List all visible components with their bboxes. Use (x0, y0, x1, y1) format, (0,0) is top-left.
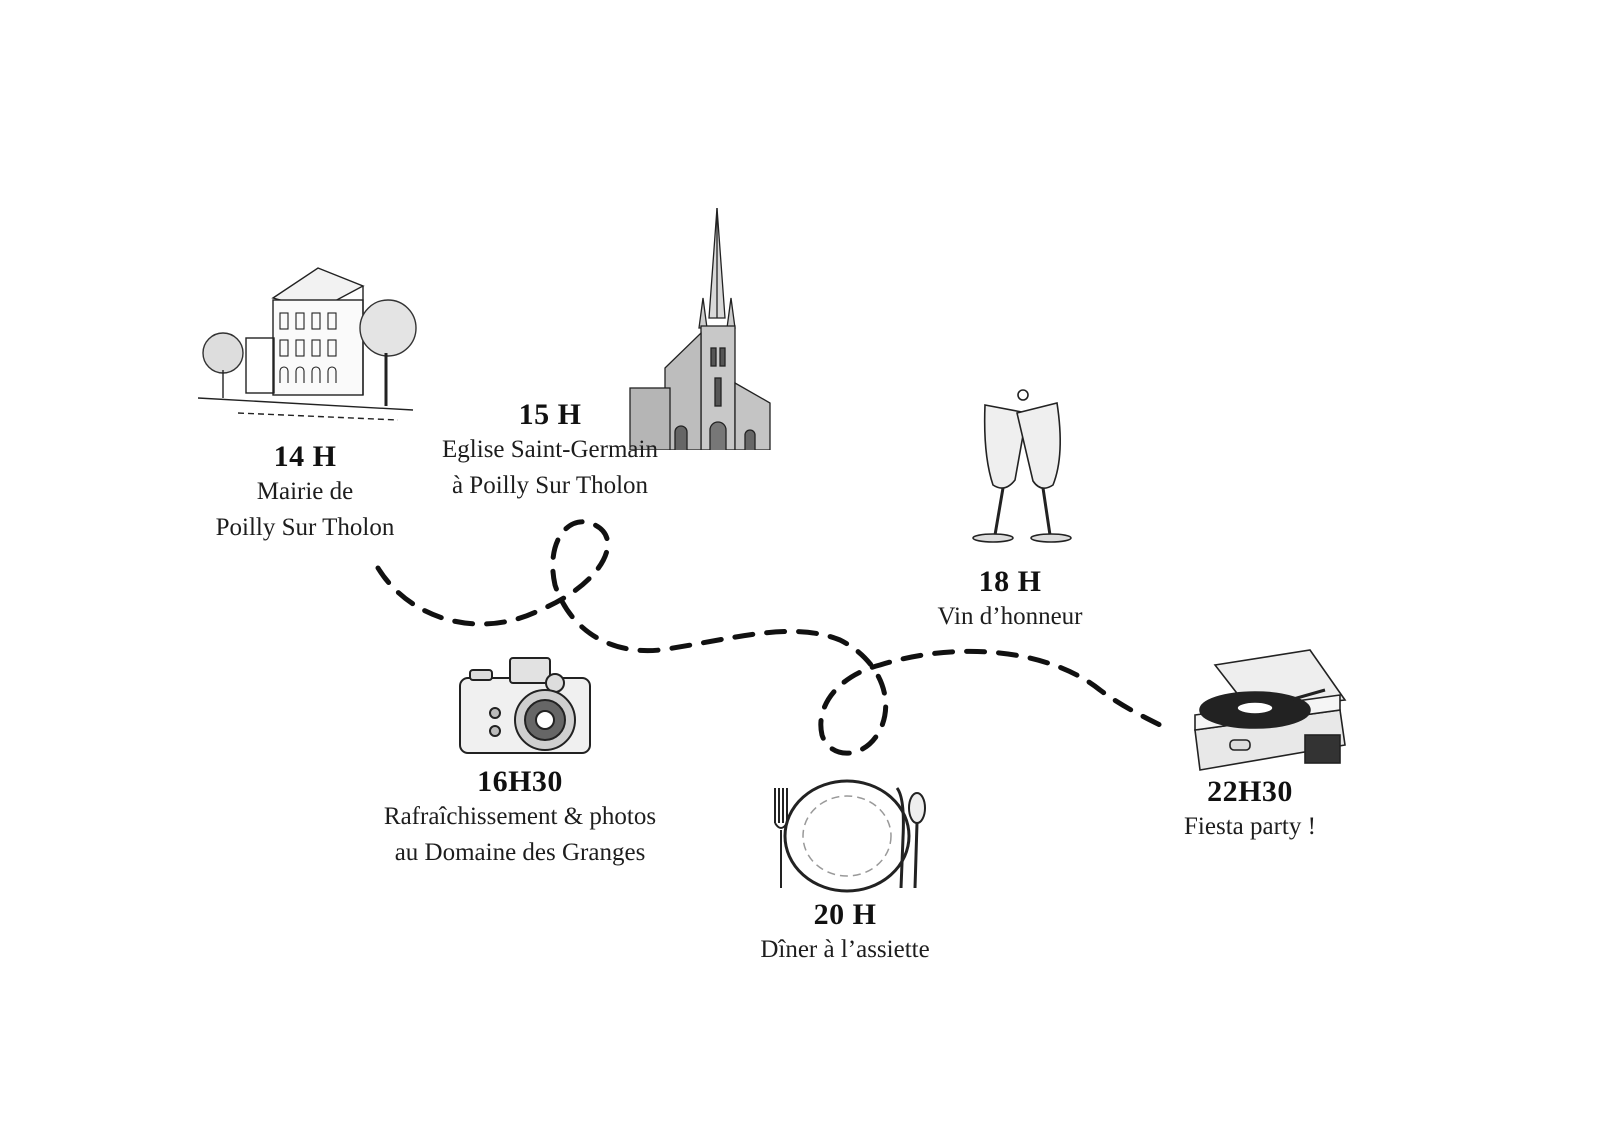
town-hall-illustration (198, 258, 423, 428)
event-description-line: Mairie de (256, 478, 354, 505)
event-16h30: 16H30 Rafraîchissement & photos au Domai… (350, 765, 690, 871)
record-player-illustration (1190, 645, 1350, 775)
camera-illustration (455, 648, 600, 763)
event-time: 14 H (273, 440, 337, 473)
event-description-line: Vin d’honneur (937, 603, 1083, 630)
event-time: 18 H (978, 565, 1042, 598)
record-player-icon (1194, 649, 1347, 771)
plate-illustration (765, 778, 930, 898)
champagne-glasses-icon (972, 389, 1072, 543)
event-20h: 20 H Dîner à l’assiette (730, 898, 960, 968)
event-time: 20 H (813, 898, 877, 931)
event-description-line: Dîner à l’assiette (760, 936, 930, 963)
event-time: 16H30 (477, 765, 563, 798)
town-hall-icon (198, 267, 417, 421)
event-description-line: Fiesta party ! (1184, 813, 1316, 840)
event-description-line: Eglise Saint-Germain (442, 436, 658, 463)
champagne-illustration (965, 385, 1075, 555)
camera-icon (459, 657, 591, 754)
event-description-line: Rafraîchissement & photos (383, 803, 657, 830)
church-icon (629, 208, 771, 450)
route-line (375, 519, 1163, 756)
event-description-line: au Domaine des Granges (394, 839, 646, 866)
event-14h: 14 H Mairie de Poilly Sur Tholon (190, 440, 420, 546)
event-22h30: 22H30 Fiesta party ! (1140, 775, 1360, 845)
event-time: 15 H (518, 398, 582, 431)
event-15h: 15 H Eglise Saint-Germain à Poilly Sur T… (420, 398, 680, 504)
event-time: 22H30 (1207, 775, 1293, 808)
event-description-line: Poilly Sur Tholon (215, 514, 395, 541)
event-18h: 18 H Vin d’honneur (900, 565, 1120, 635)
church-illustration (625, 208, 775, 450)
plate-cutlery-icon (774, 779, 926, 893)
event-description-line: à Poilly Sur Tholon (451, 472, 649, 499)
